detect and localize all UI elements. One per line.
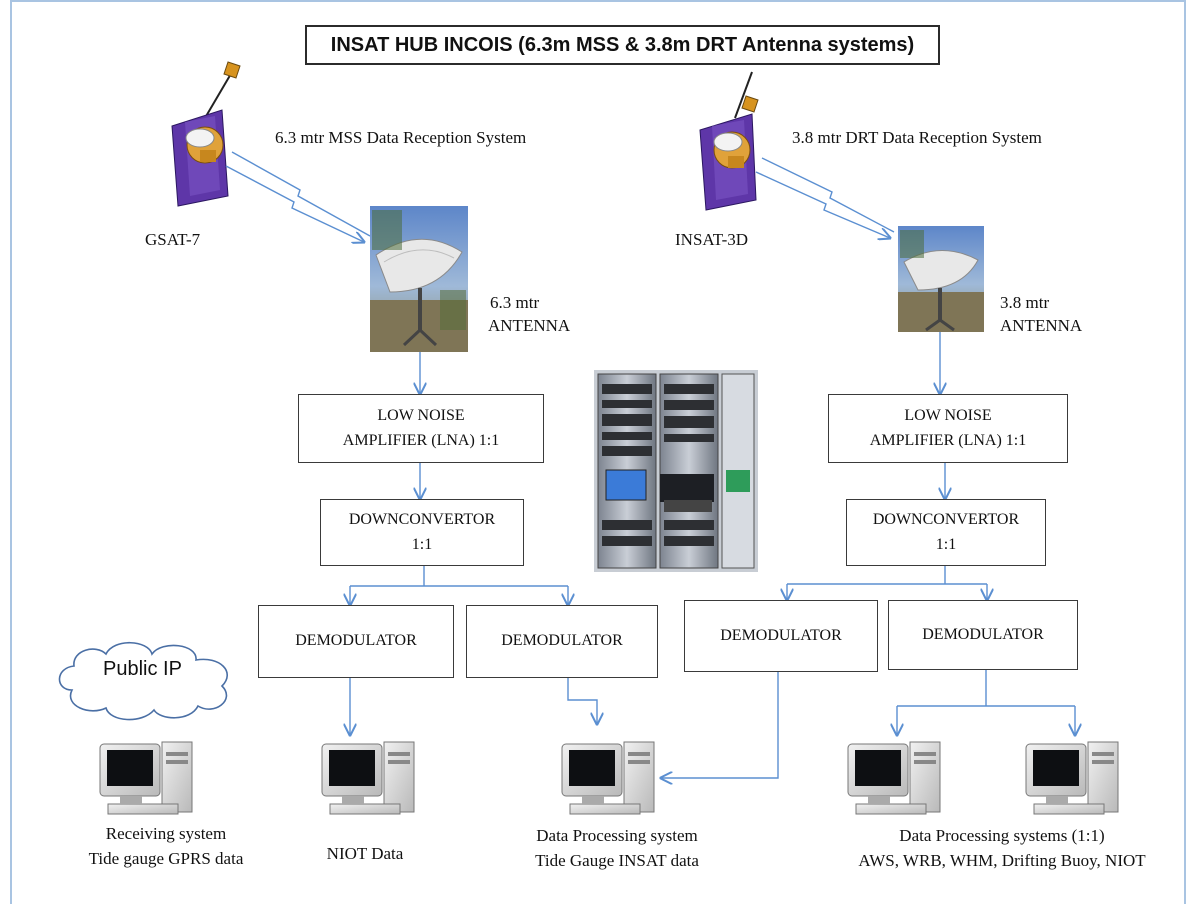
public-ip-cloud-icon — [58, 642, 228, 721]
demod-1-label: DEMODULATOR — [295, 632, 417, 650]
satellite-gsat7-icon — [171, 61, 241, 207]
lna-right-line2: AMPLIFIER (LNA) 1:1 — [869, 431, 1027, 449]
computer-dps-icon — [561, 741, 655, 815]
caption-receiving-system: Receiving system Tide gauge GPRS data — [62, 822, 270, 871]
antenna-6-3m-photo — [370, 206, 468, 352]
dc-left-line2: 1:1 — [411, 535, 433, 553]
caption-dps-line1: Data Processing system — [536, 826, 698, 845]
system-label-right: 3.8 mtr DRT Data Reception System — [792, 128, 1042, 147]
computer-receiving-icon — [99, 741, 193, 815]
computer-niot-icon — [321, 741, 415, 815]
caption-dps2-line1: Data Processing systems (1:1) — [899, 826, 1105, 845]
computer-dps2b-icon — [1025, 741, 1119, 815]
computer-dps2a-icon — [847, 741, 941, 815]
demodulator-box-4: DEMODULATOR — [888, 600, 1078, 670]
satellite-label-insat3d: INSAT-3D — [675, 230, 749, 249]
system-label-left: 6.3 mtr MSS Data Reception System — [275, 128, 527, 147]
diagram-title: INSAT HUB INCOIS (6.3m MSS & 3.8m DRT An… — [305, 25, 940, 65]
lna-box-left: LOW NOISE AMPLIFIER (LNA) 1:1 — [298, 394, 544, 463]
antenna-label-left-size: 6.3 mtr — [490, 293, 540, 312]
antenna-label-left-name: ANTENNA — [488, 316, 571, 335]
dc-right-line2: 1:1 — [935, 535, 957, 553]
demodulator-box-2: DEMODULATOR — [466, 605, 658, 678]
signal-beam-right — [755, 157, 895, 238]
lna-left-line2: AMPLIFIER (LNA) 1:1 — [342, 431, 500, 449]
caption-data-processing: Data Processing system Tide Gauge INSAT … — [492, 824, 742, 873]
downconvertor-box-left: DOWNCONVERTOR 1:1 — [320, 499, 524, 566]
demod-4-label: DEMODULATOR — [922, 625, 1044, 643]
antenna-label-right-size: 3.8 mtr — [1000, 293, 1050, 312]
public-ip-label: Public IP — [103, 658, 182, 680]
caption-niot-data: NIOT Data — [326, 844, 404, 863]
demodulator-box-3: DEMODULATOR — [684, 600, 878, 672]
antenna-label-right-name: ANTENNA — [1000, 316, 1083, 335]
diagram-frame — [10, 0, 1186, 904]
lna-left-line1: LOW NOISE — [377, 406, 465, 424]
caption-receiving-line2: Tide gauge GPRS data — [88, 848, 244, 868]
dc-right-line1: DOWNCONVERTOR — [872, 510, 1020, 528]
demod-3-label: DEMODULATOR — [720, 626, 842, 644]
lna-right-line1: LOW NOISE — [904, 406, 992, 424]
demod-2-label: DEMODULATOR — [501, 632, 623, 650]
dc-left-line1: DOWNCONVERTOR — [348, 510, 496, 528]
right-chain-connectors — [661, 332, 1075, 778]
caption-data-processing-systems: Data Processing systems (1:1) AWS, WRB, … — [824, 824, 1180, 873]
satellite-insat3d-icon — [699, 71, 759, 211]
equipment-rack-photo — [594, 370, 758, 572]
lna-box-right: LOW NOISE AMPLIFIER (LNA) 1:1 — [828, 394, 1068, 463]
signal-beam-left — [225, 151, 371, 242]
caption-dps2-line2: AWS, WRB, WHM, Drifting Buoy, NIOT — [858, 850, 1146, 870]
downconvertor-box-right: DOWNCONVERTOR 1:1 — [846, 499, 1046, 566]
caption-dps-line2: Tide Gauge INSAT data — [535, 850, 699, 870]
satellite-label-gsat7: GSAT-7 — [145, 230, 201, 249]
left-chain-connectors — [350, 352, 597, 735]
caption-receiving-line1: Receiving system — [105, 824, 227, 843]
demodulator-box-1: DEMODULATOR — [258, 605, 454, 678]
antenna-3-8m-photo — [898, 226, 984, 332]
